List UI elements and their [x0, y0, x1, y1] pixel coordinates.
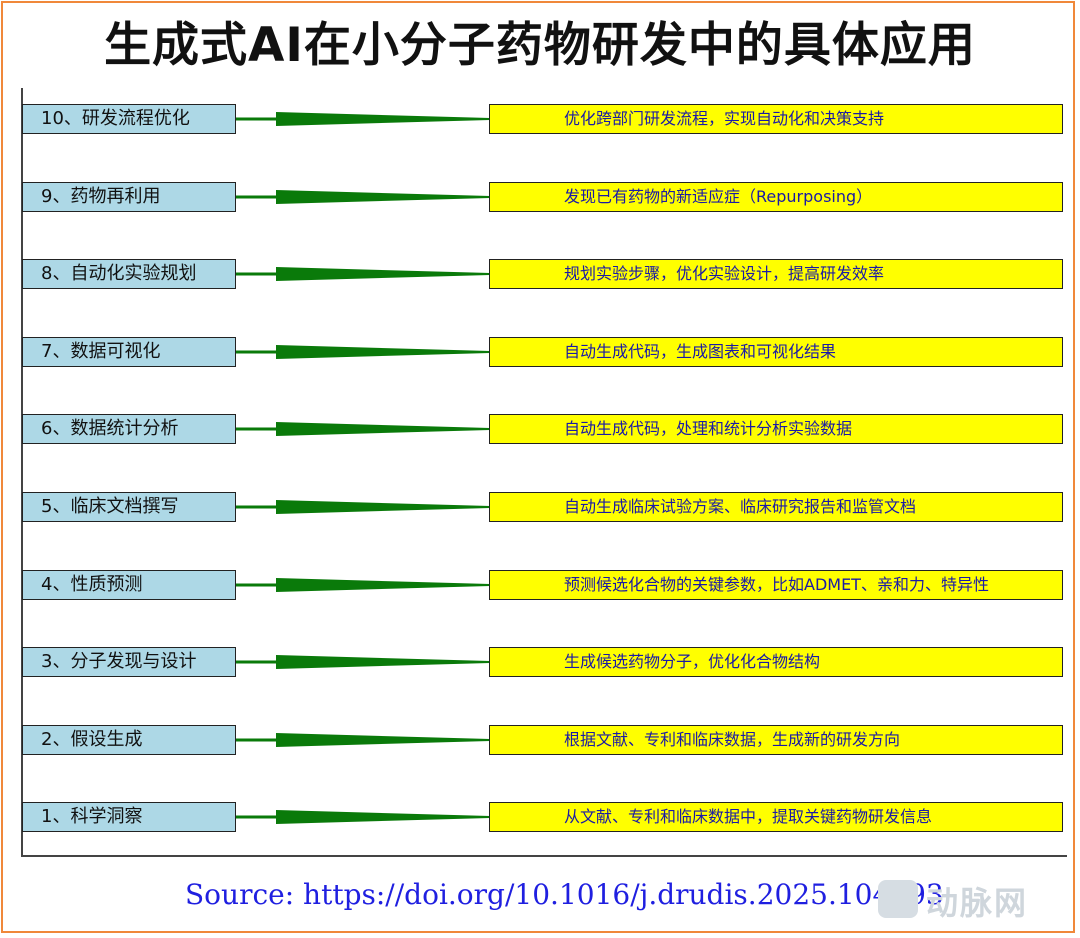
application-row: 7、数据可视化 自动生成代码，生成图表和可视化结果 [0, 337, 1080, 369]
application-label: 8、自动化实验规划 [22, 259, 236, 289]
application-description: 根据文献、专利和临床数据，生成新的研发方向 [489, 725, 1063, 755]
application-row: 6、数据统计分析 自动生成代码，处理和统计分析实验数据 [0, 414, 1080, 446]
application-description: 从文献、专利和临床数据中，提取关键药物研发信息 [489, 802, 1063, 832]
connector-arrow [236, 345, 490, 359]
connector-arrow [236, 267, 490, 281]
application-label: 5、临床文档撰写 [22, 492, 236, 522]
application-description: 自动生成临床试验方案、临床研究报告和监管文档 [489, 492, 1063, 522]
application-row: 10、研发流程优化 优化跨部门研发流程，实现自动化和决策支持 [0, 104, 1080, 136]
application-row: 1、科学洞察 从文献、专利和临床数据中，提取关键药物研发信息 [0, 802, 1080, 834]
connector-arrow [236, 655, 490, 669]
connector-arrow [236, 112, 490, 126]
watermark: 动脉网 [874, 874, 1064, 924]
application-label: 3、分子发现与设计 [22, 647, 236, 677]
watermark-text: 动脉网 [926, 884, 1029, 922]
connector-arrow [236, 733, 490, 747]
page-title: 生成式AI在小分子药物研发中的具体应用 [104, 18, 976, 73]
connector-arrow [236, 810, 490, 824]
application-label: 6、数据统计分析 [22, 414, 236, 444]
source-citation[interactable]: Source: https://doi.org/10.1016/j.drudis… [185, 878, 944, 911]
application-row: 3、分子发现与设计 生成候选药物分子，优化化合物结构 [0, 647, 1080, 679]
connector-arrow [236, 578, 490, 592]
application-description: 发现已有药物的新适应症（Repurposing） [489, 182, 1063, 212]
application-label: 10、研发流程优化 [22, 104, 236, 134]
application-description: 生成候选药物分子，优化化合物结构 [489, 647, 1063, 677]
application-row: 4、性质预测 预测候选化合物的关键参数，比如ADMET、亲和力、特异性 [0, 570, 1080, 602]
application-row: 8、自动化实验规划 规划实验步骤，优化实验设计，提高研发效率 [0, 259, 1080, 291]
connector-arrow [236, 422, 490, 436]
application-label: 7、数据可视化 [22, 337, 236, 367]
application-label: 1、科学洞察 [22, 802, 236, 832]
application-row: 5、临床文档撰写 自动生成临床试验方案、临床研究报告和监管文档 [0, 492, 1080, 524]
connector-arrow [236, 500, 490, 514]
vertical-axis-line [21, 88, 23, 856]
watermark-logo-icon [878, 880, 918, 918]
application-row: 2、假设生成 根据文献、专利和临床数据，生成新的研发方向 [0, 725, 1080, 757]
application-description: 规划实验步骤，优化实验设计，提高研发效率 [489, 259, 1063, 289]
application-label: 4、性质预测 [22, 570, 236, 600]
application-label: 2、假设生成 [22, 725, 236, 755]
application-description: 优化跨部门研发流程，实现自动化和决策支持 [489, 104, 1063, 134]
application-description: 自动生成代码，处理和统计分析实验数据 [489, 414, 1063, 444]
application-row: 9、药物再利用 发现已有药物的新适应症（Repurposing） [0, 182, 1080, 214]
horizontal-axis-line [21, 855, 1067, 857]
application-label: 9、药物再利用 [22, 182, 236, 212]
connector-arrow [236, 190, 490, 204]
application-description: 自动生成代码，生成图表和可视化结果 [489, 337, 1063, 367]
application-description: 预测候选化合物的关键参数，比如ADMET、亲和力、特异性 [489, 570, 1063, 600]
